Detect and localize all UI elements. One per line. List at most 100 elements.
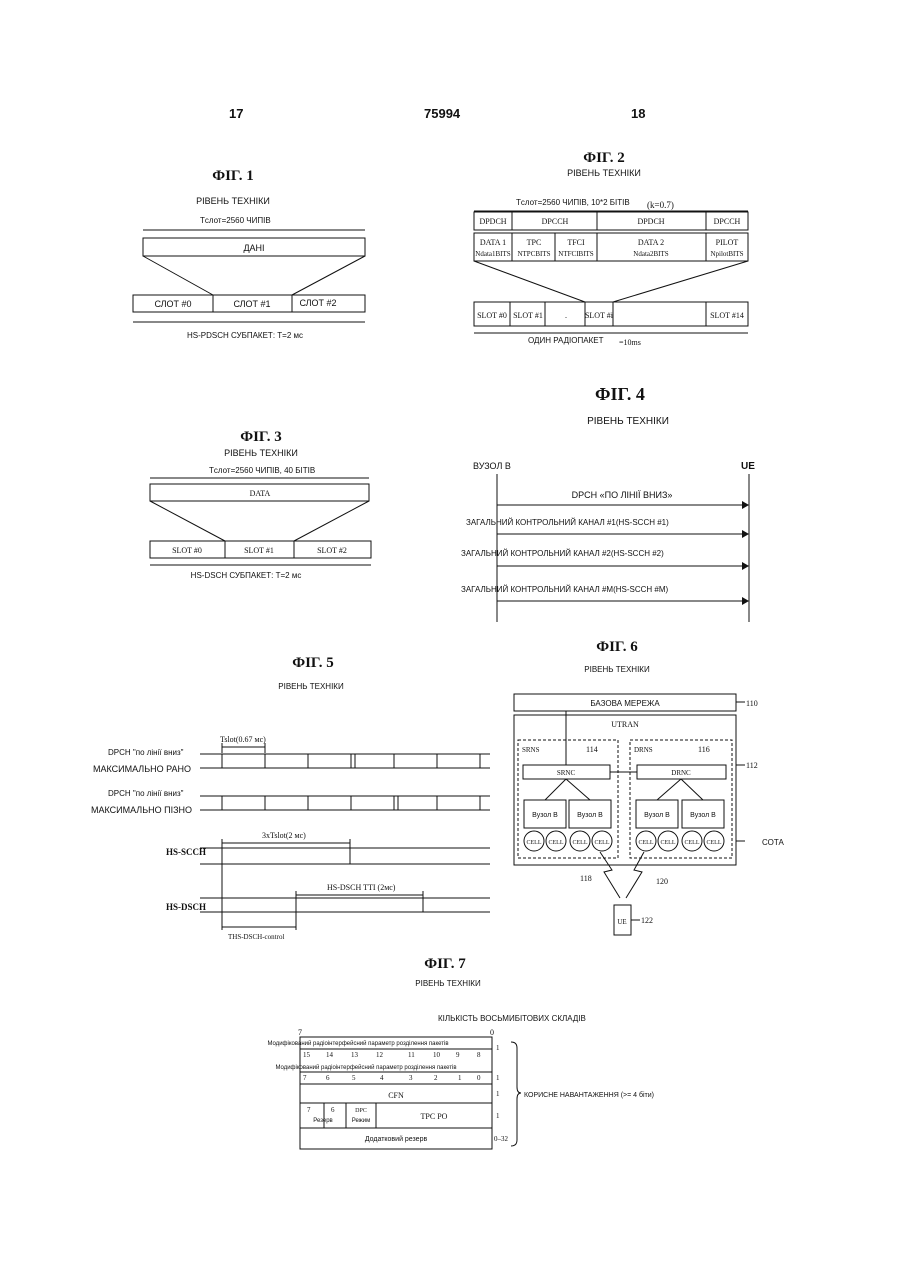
- fig7-tpc-po: TPC PO: [421, 1112, 448, 1121]
- figure-1: ФІГ. 1 РІВЕНЬ ТЕХНІКИ Tслот=2560 ЧИПІВ Д…: [133, 168, 365, 340]
- fig6-cell-6-label: CELL: [661, 840, 676, 846]
- fig7-bit-6: 6: [331, 1106, 335, 1114]
- fig6-cell-1-label: CELL: [527, 840, 542, 846]
- fig2-slot-i: SLOT #i: [585, 311, 614, 320]
- fig7-count-2: 1: [496, 1090, 500, 1098]
- fig7-row2-bit-1: 1: [458, 1074, 462, 1082]
- fig2-slot-14: SLOT #14: [710, 311, 744, 320]
- fig7-row2-bit-2: 2: [434, 1074, 438, 1082]
- fig6-cell-7-label: CELL: [685, 840, 700, 846]
- arrowhead-icon: [742, 530, 749, 538]
- fig7-top-right: 0: [490, 1028, 494, 1037]
- fig6-drns-ref: 116: [698, 745, 710, 754]
- fig7-row1-bit-11: 11: [408, 1051, 415, 1059]
- fig5-offset: THS-DSCH-control: [228, 933, 284, 941]
- fig6-utran-box: [514, 715, 736, 865]
- fig1-slot-0: СЛОТ #0: [154, 299, 191, 309]
- radio-link-icon: [626, 852, 644, 898]
- fig3-caption: HS-DSCH СУБПАКЕТ: T=2 мс: [191, 571, 302, 580]
- figure-2: ФІГ. 2 РІВЕНЬ ТЕХНІКИ Tслот=2560 ЧИПІВ, …: [474, 150, 748, 347]
- fig7-row1-label: Модифікований радіоінтерфейсний параметр…: [267, 1040, 448, 1047]
- fig7-row1-bit-12: 12: [376, 1051, 384, 1059]
- fig6-cell-4-label: CELL: [595, 840, 610, 846]
- fig4-arrow-2-label: ЗАГАЛЬНИЙ КОНТРОЛЬНИЙ КАНАЛ #2(HS-SCCH #…: [461, 549, 664, 558]
- fig6-drnc-label: DRNC: [671, 769, 691, 777]
- fig4-title: ФІГ. 4: [595, 384, 645, 404]
- fig6-cell-3-label: CELL: [573, 840, 588, 846]
- fig6-utran-ref: 112: [746, 761, 758, 770]
- fig2-slot-0: SLOT #0: [477, 311, 507, 320]
- fig5-dsch-block: [296, 898, 423, 912]
- fig7-dpc: DPC: [355, 1108, 367, 1114]
- fig7-payload: КОРИСНЕ НАВАНТАЖЕННЯ (>= 4 біти): [524, 1091, 654, 1099]
- figure-4: ФІГ. 4 РІВЕНЬ ТЕХНІКИ ВУЗОЛ В UE DPCH «П…: [461, 384, 755, 622]
- fig7-mode: Режим: [352, 1118, 371, 1124]
- fig7-count-1: 1: [496, 1074, 500, 1082]
- fig2-field-data1: DATA 1: [480, 238, 506, 247]
- fig5-tslot: Tslot(0.67 мс): [220, 735, 266, 744]
- fig7-row1-bit-13: 13: [351, 1051, 359, 1059]
- fig7-row2-bit-4: 4: [380, 1074, 384, 1082]
- fig6-srns-label: SRNS: [522, 746, 540, 754]
- brace-icon: [511, 1042, 521, 1146]
- fig2-field-tpc: TPC: [527, 238, 542, 247]
- fig2-field-pilot: PILOT: [716, 238, 739, 247]
- fig7-row1-bit-9: 9: [456, 1051, 460, 1059]
- figure-6: ФІГ. 6 РІВЕНЬ ТЕХНІКИ БАЗОВА МЕРЕЖА 110 …: [514, 639, 784, 935]
- fig3-slot-1: SLOT #1: [244, 546, 274, 555]
- fig1-caption: HS-PDSCH СУБПАКЕТ: T=2 мс: [187, 331, 303, 340]
- fig7-reserve: Резерв: [313, 1118, 333, 1124]
- fig6-ue-ref: 122: [641, 916, 653, 925]
- fig7-cfn: CFN: [388, 1091, 404, 1100]
- arrowhead-icon: [742, 501, 749, 509]
- fig7-extra-reserve: Додатковий резерв: [365, 1135, 428, 1143]
- fig4-arrow-1-label: ЗАГАЛЬНИЙ КОНТРОЛЬНИЙ КАНАЛ #1(HS-SCCH #…: [466, 518, 669, 527]
- fig5-row4-label: HS-DSCH: [166, 902, 206, 912]
- fig2-frame-length: =10ms: [619, 338, 641, 347]
- fig6-ue-label: UE: [617, 918, 626, 926]
- fig5-title: ФІГ. 5: [292, 655, 334, 671]
- fig2-subtitle: РІВЕНЬ ТЕХНІКИ: [567, 168, 641, 178]
- fig7-title: ФІГ. 7: [424, 956, 466, 972]
- fig6-title: ФІГ. 6: [596, 639, 638, 655]
- fig6-node-b-1-label: Вузол В: [532, 812, 558, 819]
- fig1-title: ФІГ. 1: [212, 168, 254, 184]
- fig1-slot-1: СЛОТ #1: [233, 299, 270, 309]
- fig2-k-note: (k=0.7): [647, 200, 674, 210]
- fig6-node-b-4-label: Вузол В: [690, 812, 716, 819]
- fig6-srns-ref: 114: [586, 745, 598, 754]
- fig7-row2-bit-7: 7: [303, 1074, 307, 1082]
- arrowhead-icon: [742, 597, 749, 605]
- fig6-srnc-label: SRNC: [557, 769, 576, 777]
- figure-3: ФІГ. 3 РІВЕНЬ ТЕХНІКИ Tслот=2560 ЧИПІВ, …: [150, 429, 371, 580]
- fig6-utran-label: UTRAN: [611, 720, 639, 729]
- fig5-subtitle: РІВЕНЬ ТЕХНІКИ: [278, 682, 344, 691]
- fig7-row2-bit-5: 5: [352, 1074, 356, 1082]
- fig2-field-data1-bits: Ndata1BITS: [475, 250, 510, 258]
- fig7-subtitle: РІВЕНЬ ТЕХНІКИ: [415, 979, 481, 988]
- fig6-node-b-3-label: Вузол В: [644, 812, 670, 819]
- fig2-channel-0: DPDCH: [479, 217, 506, 226]
- fig2-field-tfci-bits: NTFCIBITS: [558, 250, 594, 258]
- figure-5: ФІГ. 5 РІВЕНЬ ТЕХНІКИ Tslot(0.67 мс) DPC…: [91, 655, 490, 941]
- fig1-data-label: ДАНІ: [243, 243, 264, 253]
- fig2-field-tfci: TFCI: [567, 238, 585, 247]
- fig3-subtitle: РІВЕНЬ ТЕХНІКИ: [224, 448, 298, 458]
- fig2-channel-row: [474, 212, 748, 230]
- fig4-arrow-3-label: ЗАГАЛЬНИЙ КОНТРОЛЬНИЙ КАНАЛ #M(HS-SCCH #…: [461, 585, 669, 594]
- fig4-node-b: ВУЗОЛ В: [473, 461, 511, 471]
- fig7-row2-bit-0: 0: [477, 1074, 481, 1082]
- fig2-channel-1: DPCCH: [542, 217, 569, 226]
- fig5-scch-block: [222, 848, 350, 864]
- fig7-bit-7: 7: [307, 1106, 311, 1114]
- fig5-dsch-tti: HS-DSCH TTI (2мс): [327, 883, 396, 892]
- fig6-cell-ref-b: 120: [656, 877, 668, 886]
- fig1-subtitle: РІВЕНЬ ТЕХНІКИ: [196, 196, 270, 206]
- fig7-top-left: 7: [298, 1028, 302, 1037]
- fig7-row2-bit-6: 6: [326, 1074, 330, 1082]
- fig2-slot-length: Tслот=2560 ЧИПІВ, 10*2 БІТІВ: [516, 198, 630, 207]
- fig2-slot-dots: .: [565, 311, 567, 320]
- fig2-field-data2-bits: Ndata2BITS: [633, 250, 668, 258]
- fig1-slot-2: СЛОТ #2: [299, 298, 336, 308]
- radio-link-icon: [600, 852, 620, 898]
